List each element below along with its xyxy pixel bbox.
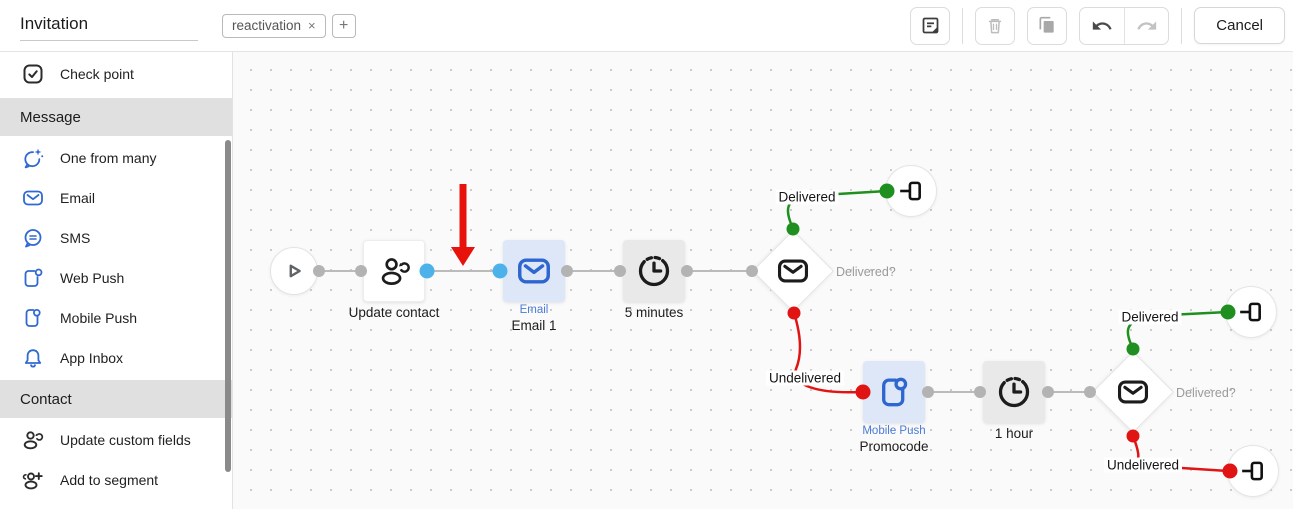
envelope-icon [518,258,550,284]
tag-label: reactivation [232,18,302,33]
undo-icon [1093,20,1112,30]
palette-item-label: SMS [60,230,91,246]
tag-chip[interactable]: reactivation × [222,13,326,38]
email-icon [23,190,43,206]
play-icon [289,264,301,278]
workflow-title-field[interactable]: Invitation [20,10,198,41]
check-point-icon [23,64,43,84]
palette-item-update-custom-fields[interactable]: Update custom fields [0,420,232,460]
add-to-segment-icon [22,472,43,490]
cancel-button[interactable]: Cancel [1194,7,1285,44]
one-from-many-icon [24,148,44,169]
start-node[interactable] [270,247,318,295]
palette-item-web-push[interactable]: Web Push [0,258,232,298]
redo-button[interactable] [1124,7,1168,44]
copy-button[interactable] [1027,6,1068,45]
branch-label-delivered: Delivered [775,189,839,205]
envelope-icon [777,259,809,283]
clock-icon [638,255,670,287]
undo-redo-group [1079,6,1170,45]
copy-icon [1039,16,1054,33]
palette-item-label: App Inbox [60,350,124,366]
node-label: Update contact [294,305,494,321]
undo-button[interactable] [1080,8,1124,44]
workflow-canvas[interactable]: Update contact Email Email 1 5 minutes M… [233,52,1293,509]
clock-icon [998,376,1030,408]
exit-icon [1242,461,1263,481]
selected-connection-endpoints [419,263,508,279]
palette-section-contact: Contact [0,380,232,418]
palette-item-label: Email [60,190,96,206]
node-name: Promocode [859,439,929,454]
palette-item-label: Check point [60,66,134,82]
palette-item-sms[interactable]: SMS [0,218,232,258]
palette-item-check-point[interactable]: Check point [0,52,232,96]
node-label: 1 hour [914,426,1114,442]
workflow-title: Invitation [20,14,89,33]
exit-icon [1240,302,1261,322]
branch-label-delivered: Delivered [1118,309,1182,325]
mobile-push-icon [882,377,908,407]
palette-item-email[interactable]: Email [0,178,232,218]
palette-item-label: One from many [60,150,157,166]
node-type: Email [519,304,549,316]
exit-icon [900,181,921,201]
palette-item-label: Web Push [60,270,125,286]
palette-item-one-from-many[interactable]: One from many [0,138,232,178]
sms-icon [24,229,42,248]
trash-icon [989,18,1002,33]
palette-item-label: Update custom fields [60,432,191,448]
node-name: 1 hour [994,426,1034,441]
toolbar-divider [1181,7,1183,44]
redo-icon [1137,20,1156,30]
sidebar-scrollbar[interactable] [225,140,231,472]
wait-1-hour-node[interactable] [983,361,1045,423]
condition-question: Delivered? [836,265,896,279]
branch-label-undelivered: Undelivered [1103,457,1183,473]
update-custom-fields-icon [23,431,44,450]
node-label: 5 minutes [554,305,754,321]
delivered-check-node-1[interactable] [751,229,835,313]
red-arrow-annotation [451,184,475,266]
end-node-2[interactable] [1225,286,1277,338]
node-name: 5 minutes [624,305,684,320]
email-node[interactable] [503,240,565,302]
add-tag-button[interactable]: + [331,13,356,38]
envelope-icon [1117,380,1149,404]
palette-section-message: Message [0,98,232,136]
app-inbox-icon [24,349,42,368]
contact-refresh-icon [381,258,410,285]
toolbar: Cancel [910,6,1285,45]
update-contact-node[interactable] [363,240,425,302]
top-bar: Invitation reactivation × + [0,0,1293,52]
node-type: Mobile Push [862,425,926,437]
note-icon [922,17,939,34]
mobile-push-node[interactable] [863,361,925,423]
node-label: Mobile Push Promocode [794,424,994,455]
palette-item-label: Mobile Push [60,310,138,326]
node-label: Email Email 1 [434,303,634,334]
notes-button[interactable] [910,6,951,45]
palette-item-mobile-push[interactable]: Mobile Push [0,298,232,338]
node-name: Update contact [348,305,440,320]
remove-tag-icon[interactable]: × [308,18,316,33]
end-node-1[interactable] [885,165,937,217]
palette-item-add-to-segment[interactable]: Add to segment [0,460,232,500]
web-push-icon [24,268,43,287]
toolbar-divider [962,7,964,44]
wait-5-minutes-node[interactable] [623,240,685,302]
node-palette-sidebar: Check point Message One from many Email … [0,52,233,509]
delete-button[interactable] [975,6,1016,45]
condition-question: Delivered? [1176,386,1236,400]
branch-label-undelivered: Undelivered [765,370,845,386]
palette-item-label: Add to segment [60,472,159,488]
mobile-push-icon [25,309,41,327]
delivered-check-node-2[interactable] [1091,350,1175,434]
palette-item-app-inbox[interactable]: App Inbox [0,338,232,378]
node-name: Email 1 [511,318,557,333]
end-node-3[interactable] [1227,445,1279,497]
